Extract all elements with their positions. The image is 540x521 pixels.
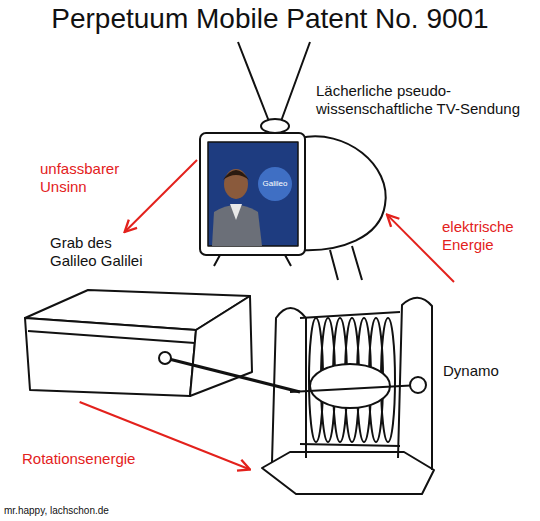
dynamo-drawing	[262, 298, 434, 494]
logo-text: Galileo	[260, 179, 290, 189]
tv-back	[300, 136, 386, 250]
node-label: Grab des Galileo Galilei	[50, 234, 150, 270]
dynamo-base	[262, 452, 434, 494]
tv-knob	[261, 119, 289, 133]
edge-label: Rotationsenergie	[22, 450, 152, 468]
edge-label: elektrische Energie	[442, 218, 522, 254]
tv-front	[200, 133, 305, 255]
rotor-frame	[300, 312, 400, 446]
title: Perpetuum Mobile Patent No. 9001	[0, 2, 540, 36]
presenter-shirt	[230, 204, 242, 220]
grave-front	[25, 318, 196, 396]
tv-feet	[214, 255, 291, 266]
edge-label: unfassbarer Unsinn	[40, 160, 125, 196]
grave-side	[190, 296, 252, 396]
rotor-drum	[310, 364, 390, 408]
logo-disc	[258, 167, 292, 201]
bearing-stand	[398, 298, 432, 470]
grave: Grab des Galileo Galilei	[18, 232, 255, 402]
node-label: Dynamo	[443, 362, 503, 380]
arrow-connector	[125, 160, 197, 232]
tv-set: Lächerliche pseudo- wissenschaftliche TV…	[197, 118, 387, 258]
drive-shaft	[165, 358, 300, 392]
tv-screen	[208, 142, 298, 246]
presenter-suit	[212, 205, 262, 246]
end-plate	[272, 308, 306, 462]
grave-lid	[28, 331, 195, 343]
shaft-hub	[159, 352, 171, 364]
presenter-hair	[223, 170, 249, 180]
bearing-hub	[410, 377, 426, 393]
watermark: mr.happy, lachschon.de	[4, 505, 204, 517]
tv-neck	[330, 246, 362, 280]
antenna	[238, 42, 310, 124]
node-label: Lächerliche pseudo- wissenschaftliche TV…	[316, 82, 534, 118]
dynamo: Dynamo	[250, 282, 505, 500]
grave-drawing	[25, 290, 300, 396]
tv-drawing	[200, 42, 386, 280]
presenter-face	[224, 169, 248, 199]
